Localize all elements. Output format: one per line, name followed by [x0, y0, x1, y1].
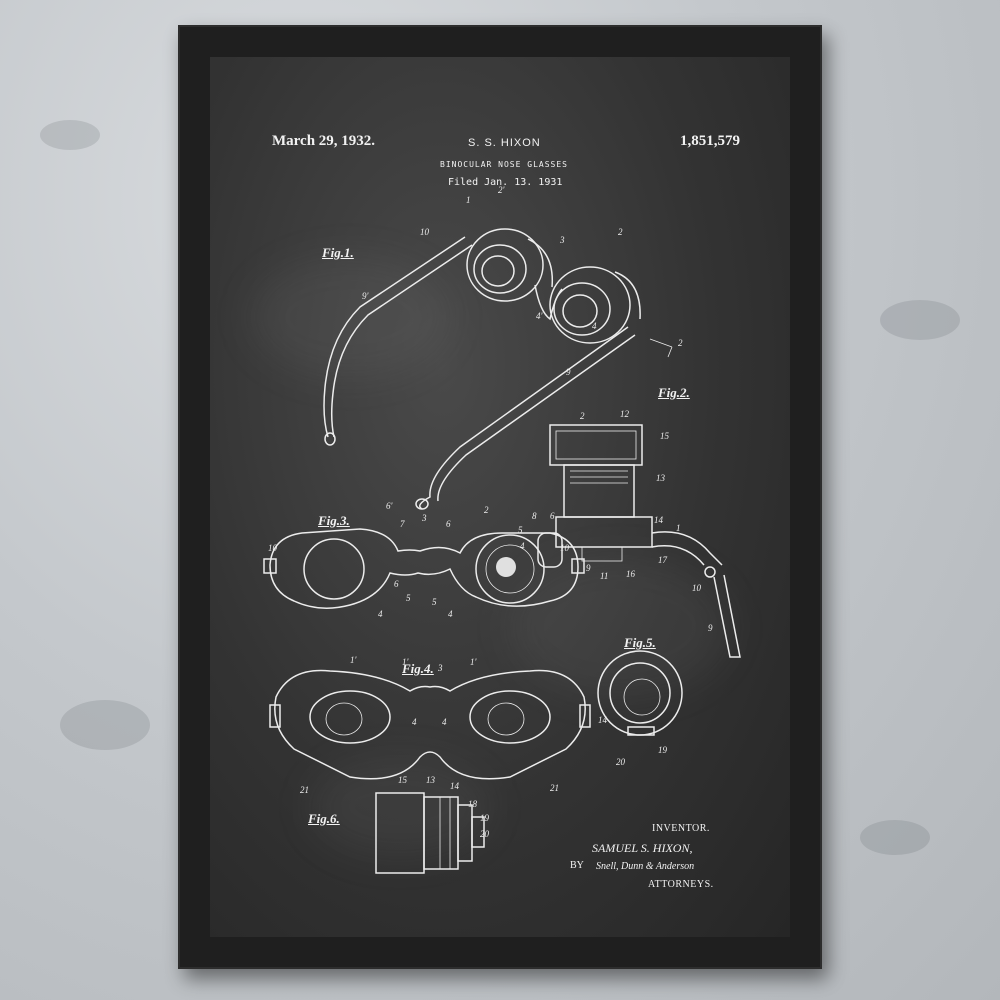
svg-text:4: 4: [412, 717, 417, 727]
svg-text:3: 3: [559, 235, 565, 245]
svg-text:10: 10: [560, 543, 570, 553]
svg-text:10: 10: [268, 543, 278, 553]
svg-text:2: 2: [678, 338, 683, 348]
wall-texture: [60, 700, 150, 750]
fig5-ring: 14 19 20: [598, 651, 682, 767]
by-label: BY: [570, 860, 584, 871]
svg-text:10: 10: [420, 227, 430, 237]
svg-text:10: 10: [692, 583, 702, 593]
wall-texture: [40, 120, 100, 150]
svg-text:13: 13: [656, 473, 666, 483]
svg-text:16: 16: [626, 569, 636, 579]
svg-text:4: 4: [442, 717, 447, 727]
svg-text:3: 3: [421, 513, 427, 523]
svg-text:8: 8: [532, 511, 537, 521]
svg-text:2': 2': [498, 185, 506, 195]
svg-text:21: 21: [300, 785, 309, 795]
svg-text:2: 2: [580, 411, 585, 421]
svg-text:1': 1': [350, 655, 358, 665]
inventor-label: INVENTOR.: [652, 823, 710, 834]
svg-text:6': 6': [386, 501, 394, 511]
fig3-front-view: 10 9 6' 7 3 6 2 10 6 5 4 5 4: [264, 501, 591, 619]
fig6-barrel: 15 13 14 18 19 20: [376, 775, 490, 873]
svg-text:12: 12: [620, 409, 630, 419]
svg-text:20: 20: [480, 829, 490, 839]
svg-text:13: 13: [426, 775, 436, 785]
svg-text:2: 2: [484, 505, 489, 515]
fig1-binocular-glasses: 2 10 9' 1 2' 3 2 4 4' 9: [324, 185, 683, 509]
inventor-name: SAMUEL S. HIXON,: [592, 841, 692, 856]
svg-text:18: 18: [468, 799, 478, 809]
svg-text:6: 6: [550, 511, 555, 521]
svg-text:19: 19: [658, 745, 668, 755]
svg-text:4: 4: [448, 609, 453, 619]
fig4-top-view: 1' 1' 3 1' 4 4 21 21: [270, 655, 590, 795]
svg-text:4': 4': [536, 311, 544, 321]
svg-text:14: 14: [598, 715, 608, 725]
svg-text:17: 17: [658, 555, 668, 565]
wall-texture: [860, 820, 930, 855]
svg-text:20: 20: [616, 757, 626, 767]
svg-text:6: 6: [446, 519, 451, 529]
wall-texture: [880, 300, 960, 340]
svg-text:21: 21: [550, 783, 559, 793]
svg-text:11: 11: [600, 571, 608, 581]
attorneys-signature: Snell, Dunn & Anderson: [596, 861, 694, 872]
svg-text:1': 1': [470, 657, 478, 667]
attorneys-label: ATTORNEYS.: [648, 879, 714, 890]
chalkboard-print: March 29, 1932. S. S. HIXON 1,851,579 BI…: [210, 57, 790, 937]
svg-text:15: 15: [398, 775, 408, 785]
svg-text:15: 15: [660, 431, 670, 441]
svg-text:1': 1': [402, 657, 410, 667]
svg-text:1: 1: [466, 195, 471, 205]
svg-text:4: 4: [592, 321, 597, 331]
svg-text:4: 4: [378, 609, 383, 619]
picture-frame: March 29, 1932. S. S. HIXON 1,851,579 BI…: [178, 25, 822, 969]
svg-text:5: 5: [406, 593, 411, 603]
svg-text:1: 1: [676, 523, 681, 533]
svg-text:9: 9: [566, 367, 571, 377]
svg-text:6: 6: [394, 579, 399, 589]
svg-text:2: 2: [618, 227, 623, 237]
svg-text:3: 3: [437, 663, 443, 673]
svg-text:14: 14: [654, 515, 664, 525]
svg-text:9': 9': [362, 291, 370, 301]
svg-text:9: 9: [708, 623, 713, 633]
svg-text:9: 9: [586, 563, 591, 573]
svg-text:19: 19: [480, 813, 490, 823]
patent-drawing: 2 10 9' 1 2' 3 2 4 4' 9: [210, 57, 790, 937]
svg-text:7: 7: [400, 519, 405, 529]
svg-text:5: 5: [432, 597, 437, 607]
svg-text:14: 14: [450, 781, 460, 791]
